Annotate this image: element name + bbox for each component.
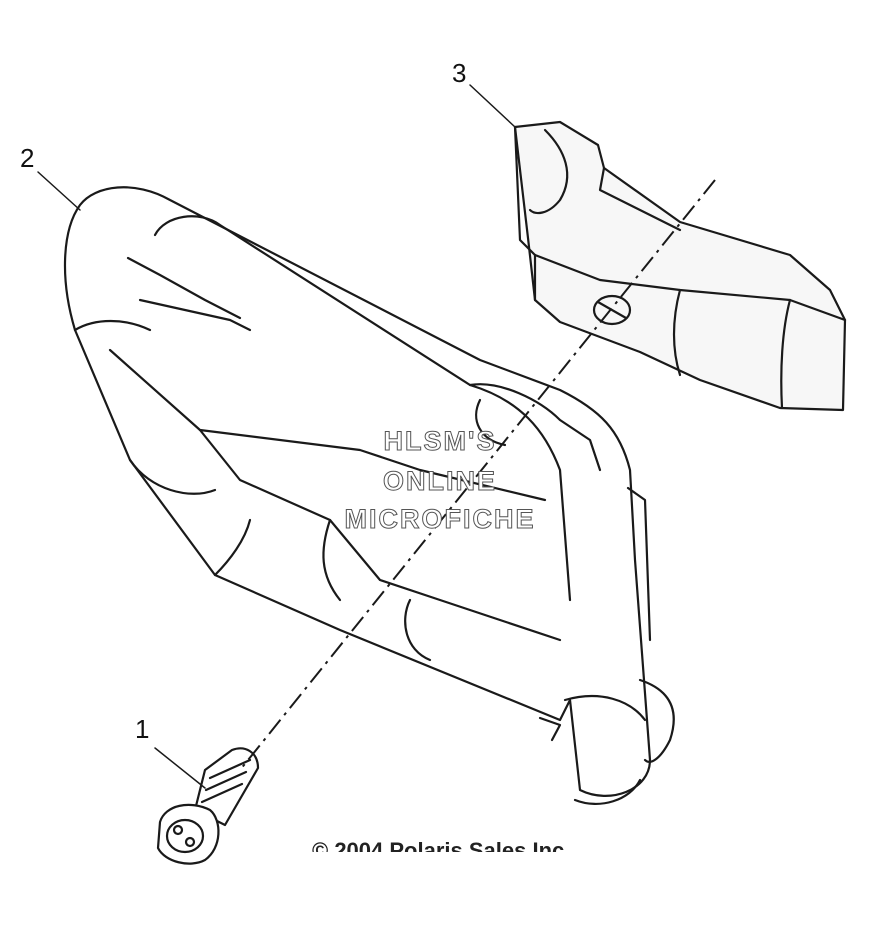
watermark-line-1: HLSM'S [383, 426, 497, 456]
assembly-axis-line [239, 179, 716, 771]
callout-2: 2 [20, 143, 35, 173]
copyright-text: © 2004 Polaris Sales Inc. [312, 838, 571, 852]
bolt-part [156, 747, 260, 865]
leader-line-1 [154, 747, 206, 789]
watermark-line-2: ONLINE [382, 466, 497, 496]
bumper-frame-part [63, 186, 675, 805]
callout-1: 1 [135, 714, 150, 744]
leader-line-2 [37, 171, 81, 211]
watermark-line-3: MICROFICHE [344, 504, 536, 534]
callout-3: 3 [452, 58, 467, 88]
bumper-pad-part [513, 120, 847, 412]
leader-line-3 [469, 84, 516, 128]
